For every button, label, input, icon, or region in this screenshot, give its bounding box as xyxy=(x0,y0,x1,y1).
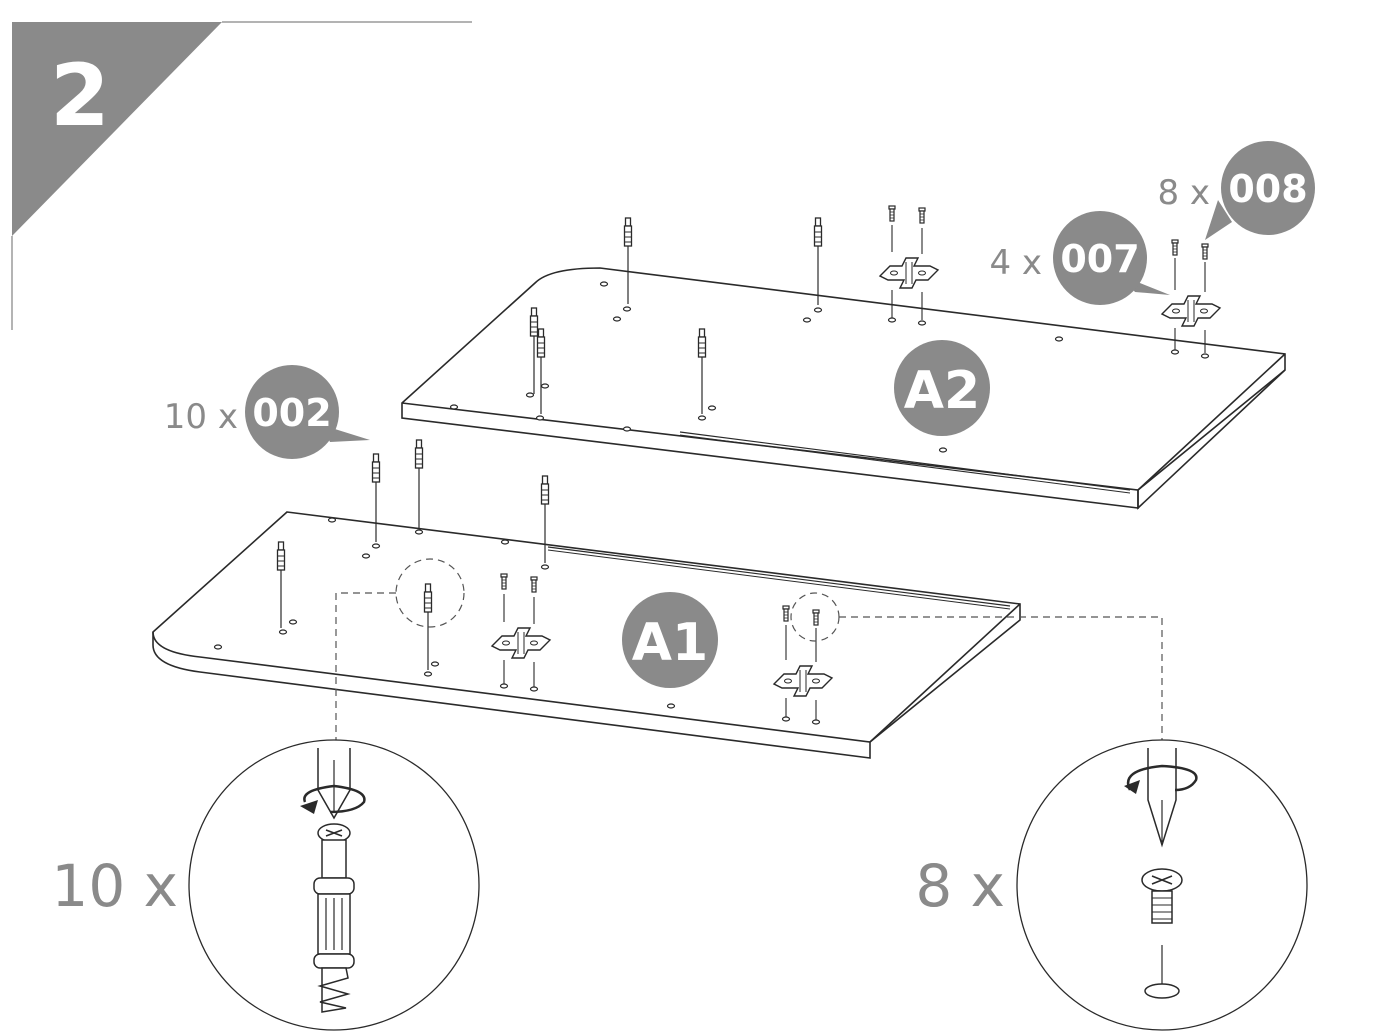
callout-008: 008 8 x xyxy=(1157,141,1315,240)
dowel-icon xyxy=(697,328,707,358)
screw-icon xyxy=(1201,243,1209,260)
detail-right: 8 x xyxy=(915,739,1308,1031)
dowel-icon xyxy=(423,583,433,613)
screw-icon xyxy=(500,573,508,590)
screw-icon xyxy=(1171,239,1179,256)
panel-a1-groove-2 xyxy=(547,549,1011,610)
dowel-icon xyxy=(414,439,424,469)
panel-a2-label: A2 xyxy=(904,361,980,421)
bracket-icon xyxy=(1161,295,1221,327)
panel-a2-side-edge xyxy=(1137,369,1286,510)
detail-leaders xyxy=(335,558,1163,750)
rotate-arrow-icon xyxy=(1127,764,1198,792)
screw-icon xyxy=(888,205,896,222)
callout-007-part: 007 xyxy=(1060,237,1139,281)
dowel-icon xyxy=(371,453,381,483)
callout-007: 007 4 x xyxy=(989,211,1170,305)
callout-002-qty: 10 x xyxy=(164,397,238,437)
callout-002-part: 002 xyxy=(252,391,331,435)
panel-a2: A2 xyxy=(401,205,1286,510)
panel-a1: A1 xyxy=(152,439,1021,759)
panel-a1-badge xyxy=(622,592,718,688)
screw-icon xyxy=(782,605,790,622)
dowel-icon xyxy=(536,328,546,358)
panel-a1-top-edge xyxy=(152,603,1021,743)
panel-a2-groove xyxy=(679,431,1131,491)
detail-right-qty: 8 x xyxy=(915,852,1005,920)
callout-008-qty: 8 x xyxy=(1157,173,1210,213)
panel-a2-groove-2 xyxy=(679,434,1131,494)
step-number: 2 xyxy=(50,46,110,146)
rotate-arrow-icon xyxy=(303,784,366,814)
dowel-icon xyxy=(529,307,539,337)
detail-left-qty: 10 x xyxy=(51,852,178,920)
detail-left-leader xyxy=(335,592,396,750)
bracket-icon xyxy=(879,257,939,289)
step-banner: 2 xyxy=(11,21,472,330)
callout-008-badge xyxy=(1221,141,1315,235)
callout-007-badge xyxy=(1053,211,1147,305)
detail-left: 10 x xyxy=(51,739,480,1031)
panel-a2-badge xyxy=(894,340,990,436)
dowel-icon xyxy=(813,217,823,247)
screw-icon xyxy=(918,207,926,224)
screw-icon xyxy=(812,609,820,626)
screw-hole-icon xyxy=(1144,983,1180,999)
callout-008-part: 008 xyxy=(1228,167,1307,211)
callout-002-badge xyxy=(245,365,339,459)
dowel-icon xyxy=(540,475,550,505)
step-triangle xyxy=(12,22,222,236)
screw-icon xyxy=(530,576,538,593)
detail-right-leader xyxy=(839,616,1163,745)
detail-left-marker xyxy=(395,558,465,628)
callout-002: 002 10 x xyxy=(164,365,370,459)
screwdriver-icon xyxy=(1147,748,1177,848)
dowel-icon xyxy=(623,217,633,247)
panel-a1-groove xyxy=(547,546,1011,607)
panel-a1-label: A1 xyxy=(632,613,708,673)
callout-007-qty: 4 x xyxy=(989,243,1042,283)
dowel-icon xyxy=(276,541,286,571)
